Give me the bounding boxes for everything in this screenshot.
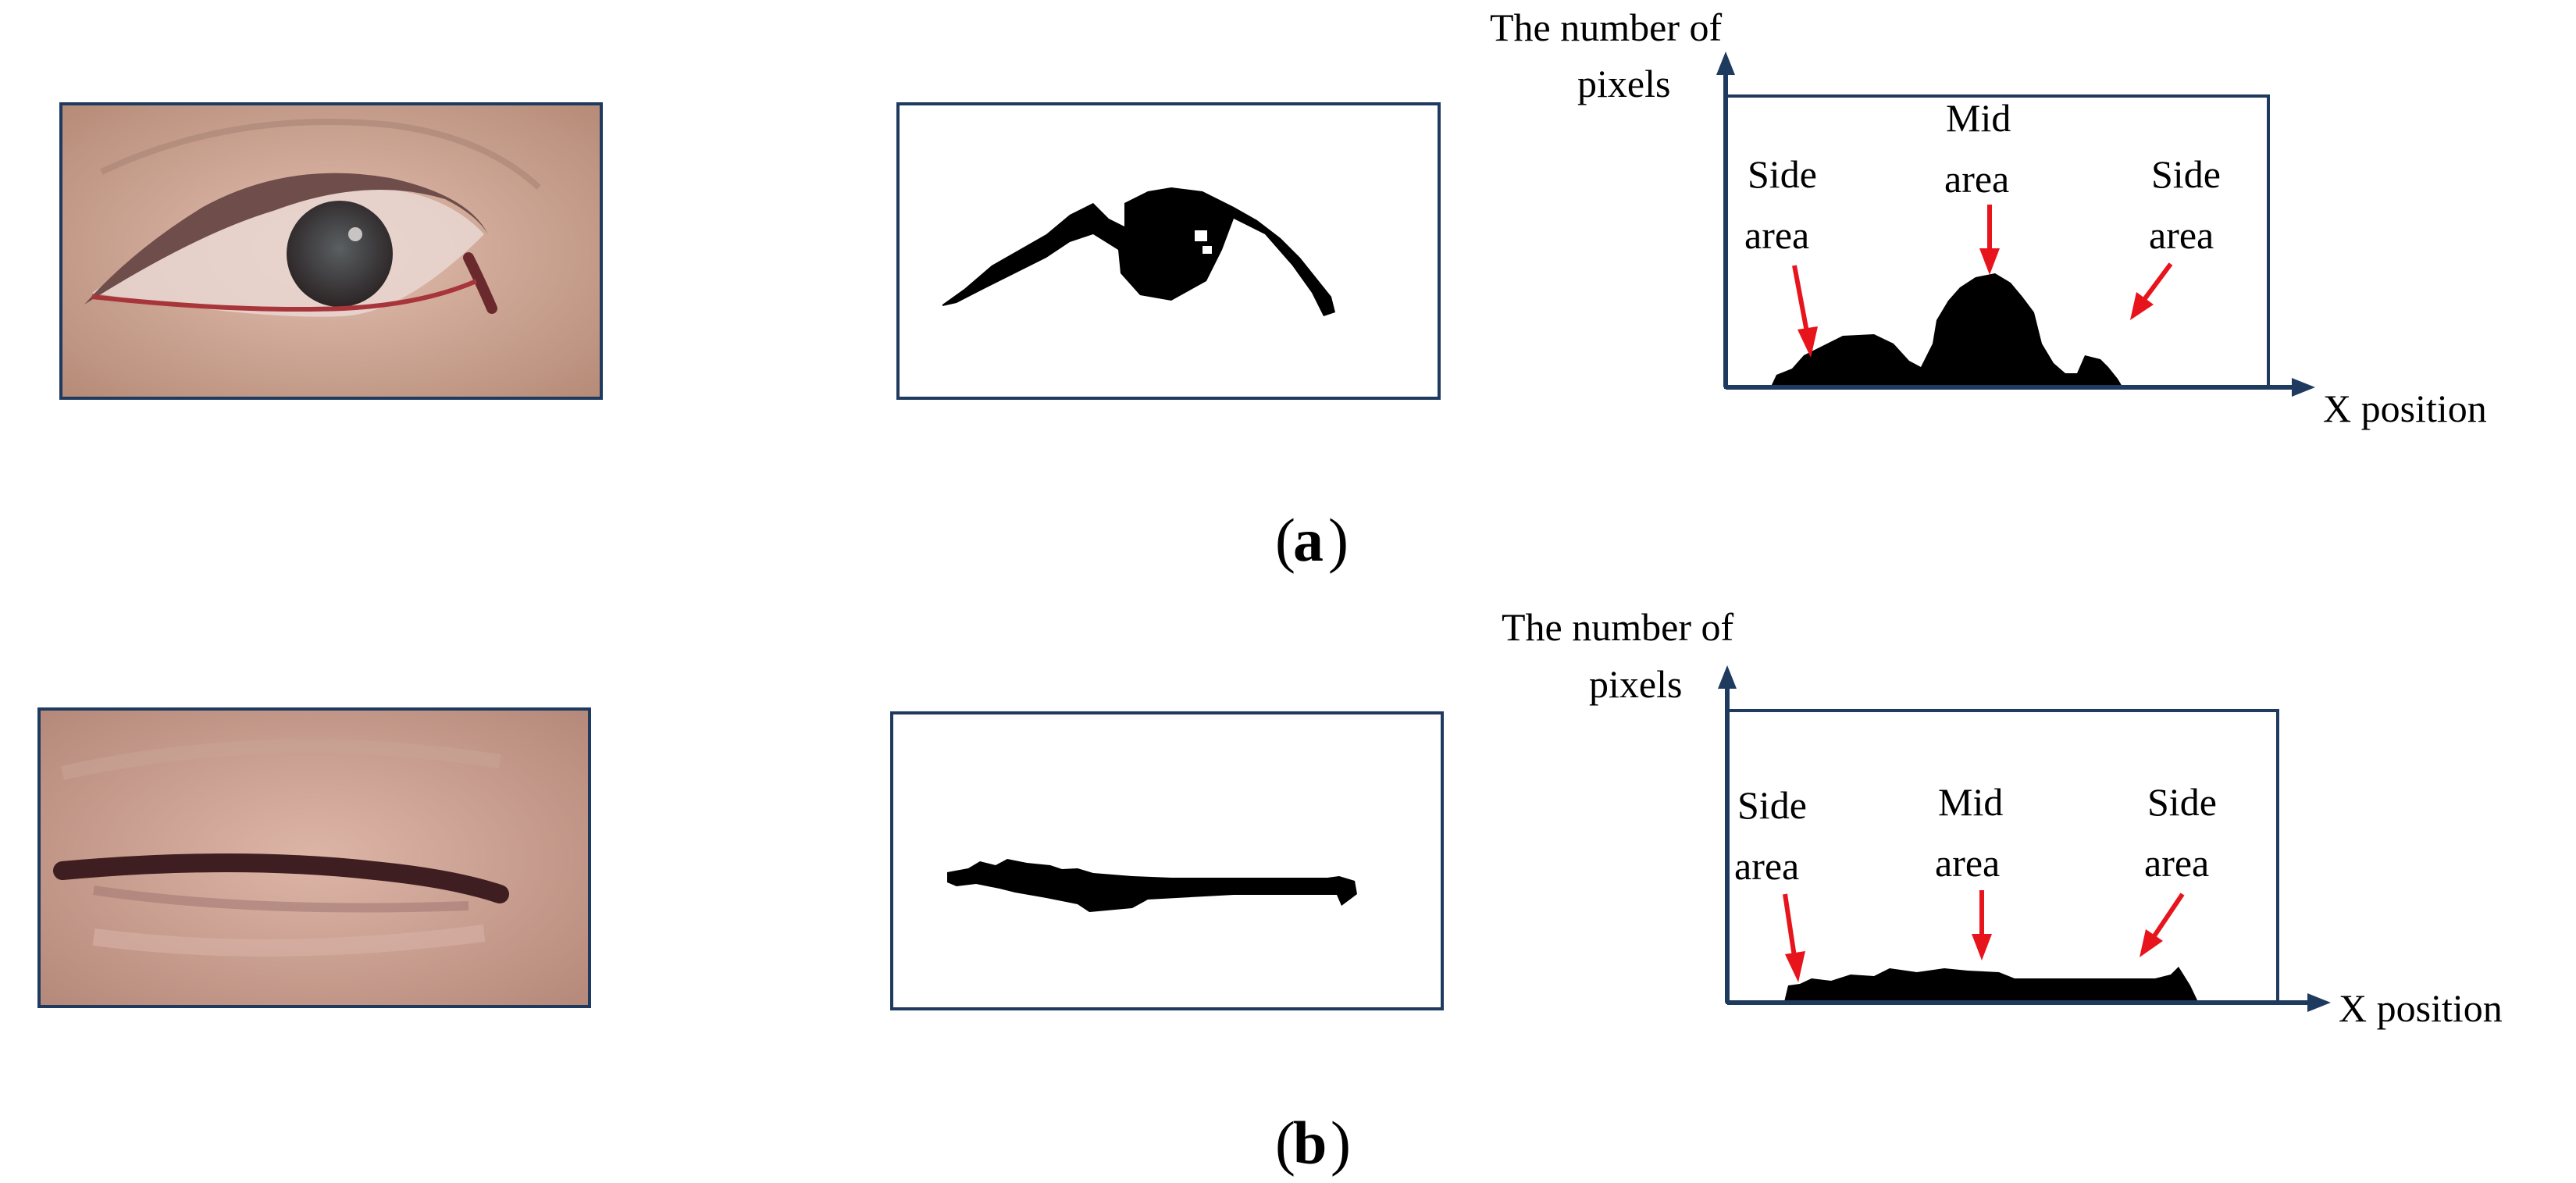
closed-eye-photo-icon bbox=[37, 707, 591, 1008]
left-side-label-line2: area bbox=[1734, 844, 1799, 888]
caption-b: ( b ) bbox=[1275, 1109, 1351, 1177]
histogram-a: The number of pixels X position Side are… bbox=[1490, 5, 2487, 430]
left-side-label-line2: area bbox=[1744, 213, 1809, 257]
y-axis-label-line2: pixels bbox=[1589, 662, 1682, 706]
mid-label-line1: Mid bbox=[1946, 96, 2011, 140]
right-side-label-line2: area bbox=[2144, 841, 2209, 885]
x-axis-label: X position bbox=[2339, 986, 2503, 1030]
x-axis-arrow-icon bbox=[2307, 993, 2331, 1012]
svg-text:): ) bbox=[1328, 506, 1349, 574]
panel-a: The number of pixels X position Side are… bbox=[59, 5, 2487, 574]
left-side-label-line1: Side bbox=[1737, 783, 1807, 827]
svg-text:(: ( bbox=[1275, 1109, 1295, 1177]
mid-label-line1: Mid bbox=[1938, 780, 2003, 824]
right-side-label-line1: Side bbox=[2151, 152, 2221, 196]
mid-label-line2: area bbox=[1935, 841, 2000, 885]
left-side-arrow-icon bbox=[1792, 265, 1818, 358]
right-side-arrow-icon bbox=[2140, 893, 2185, 957]
y-axis-arrow-icon bbox=[1716, 52, 1735, 75]
histogram-frame bbox=[1726, 709, 2279, 1004]
x-axis-label: X position bbox=[2323, 387, 2487, 430]
histogram-blob bbox=[1771, 273, 2122, 387]
mid-arrow-icon bbox=[1972, 890, 1992, 960]
histogram-blob bbox=[1784, 967, 2198, 1002]
open-eye-binary-icon bbox=[896, 102, 1441, 400]
x-axis-arrow-icon bbox=[2292, 378, 2315, 397]
svg-text:): ) bbox=[1331, 1109, 1351, 1177]
svg-text:(: ( bbox=[1275, 506, 1295, 574]
panel-b: The number of pixels X position Side are… bbox=[37, 605, 2503, 1177]
mid-label-line2: area bbox=[1944, 157, 2009, 201]
left-side-label-line1: Side bbox=[1748, 152, 1817, 196]
caption-b-letter: b bbox=[1293, 1109, 1327, 1177]
histogram-frame bbox=[1724, 94, 2270, 389]
y-axis-arrow-icon bbox=[1718, 665, 1737, 689]
open-eye-photo-icon bbox=[59, 102, 603, 400]
closed-eye-binary-icon bbox=[890, 711, 1444, 1010]
caption-a: ( a ) bbox=[1275, 506, 1349, 574]
histogram-b: The number of pixels X position Side are… bbox=[1502, 605, 2503, 1030]
right-side-label-line1: Side bbox=[2147, 780, 2217, 824]
y-axis-label-line1: The number of bbox=[1502, 605, 1733, 649]
y-axis-label-line2: pixels bbox=[1577, 62, 1670, 105]
left-side-arrow-icon bbox=[1783, 893, 1805, 982]
right-side-label-line2: area bbox=[2149, 213, 2214, 257]
right-side-arrow-icon bbox=[2130, 262, 2173, 320]
caption-a-letter: a bbox=[1293, 506, 1324, 574]
mid-arrow-icon bbox=[1979, 205, 2000, 275]
y-axis-label-line1: The number of bbox=[1490, 5, 1722, 49]
